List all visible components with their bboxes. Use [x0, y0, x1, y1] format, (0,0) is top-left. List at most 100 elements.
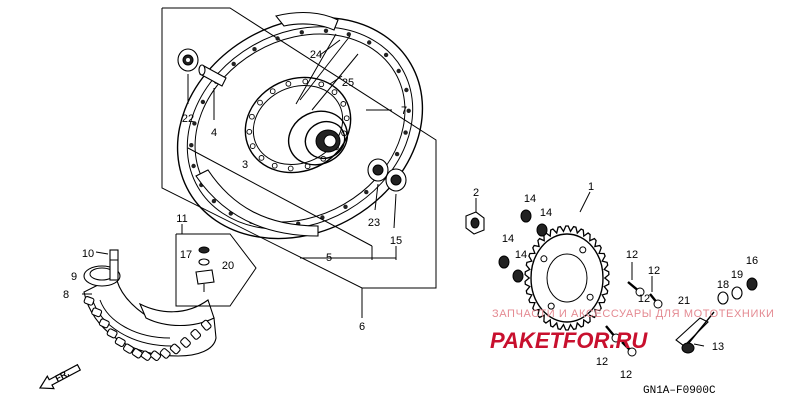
tread-block — [91, 307, 103, 318]
rim-hole — [323, 28, 329, 33]
callout-22: 22 — [182, 113, 194, 125]
sprocket-teeth — [524, 225, 610, 331]
tread-block — [114, 336, 126, 348]
hub-hole — [287, 165, 294, 172]
callout-25: 25 — [342, 77, 354, 89]
front-direction-arrow: FR. — [38, 363, 82, 390]
rim-hole — [189, 143, 194, 148]
diagram-code: GN1A–F0900C — [643, 385, 716, 397]
hub-hole — [258, 155, 265, 161]
rim-hole — [406, 108, 411, 114]
rim-hole — [367, 40, 372, 45]
driven-sprocket — [524, 225, 610, 331]
callout-1: 1 — [588, 181, 594, 193]
callout-17: 17 — [180, 249, 192, 261]
hub-hole — [340, 101, 347, 107]
rim-hole — [299, 30, 304, 35]
sprocket-nuts — [498, 209, 548, 283]
callout-24: 24 — [310, 49, 322, 61]
dust-seal — [385, 168, 407, 192]
callout-12b: 12 — [648, 265, 660, 277]
hub — [244, 76, 352, 174]
leader-lines — [82, 39, 705, 347]
hub-hole — [269, 88, 276, 95]
rim-hole — [396, 68, 401, 74]
sprocket-bolt-hole — [540, 255, 548, 263]
rim-hole — [252, 47, 257, 52]
rim-hole — [191, 163, 196, 169]
sprocket-bolt-holes — [540, 246, 594, 310]
sprocket-bolt-head — [611, 333, 621, 343]
callout-14c: 14 — [502, 233, 514, 245]
axle-nut — [465, 211, 485, 235]
callout-4: 4 — [211, 127, 217, 139]
callout-19: 19 — [731, 269, 743, 281]
hub-hole — [285, 80, 292, 87]
hub-hole — [343, 115, 350, 122]
valve-subgroup-frame — [175, 233, 257, 307]
rim-hole — [383, 52, 389, 58]
callout-16: 16 — [746, 255, 758, 267]
rim-hole — [343, 204, 348, 209]
hub-hole — [249, 113, 255, 120]
callout-21-12-ref: 21 — [678, 295, 690, 307]
sprocket-bolts — [605, 281, 663, 357]
valve-stem — [109, 249, 119, 281]
callout-5: 5 — [326, 252, 332, 264]
tire-tread-blocks — [83, 296, 212, 361]
callout-14a: 14 — [524, 193, 536, 205]
callout-7: 7 — [401, 105, 407, 117]
callout-14d: 14 — [515, 249, 527, 261]
tread-block — [180, 337, 191, 348]
callout-20: 20 — [222, 260, 234, 272]
tread-block — [98, 318, 110, 329]
callout-12e: 12 — [638, 293, 650, 305]
watermark-site: PAKETFOR.RU — [490, 328, 648, 353]
callout-12d: 12 — [620, 369, 632, 381]
tread-block — [150, 350, 162, 361]
callout-8: 8 — [63, 289, 69, 301]
callout-3: 3 — [242, 159, 248, 171]
callout-2: 2 — [473, 187, 479, 199]
rim-hole — [200, 99, 206, 105]
tread-block — [190, 328, 202, 340]
rim-hole — [211, 198, 217, 204]
callout-14b: 14 — [540, 207, 552, 219]
rim-band — [195, 12, 339, 237]
sprocket-nut — [520, 209, 532, 223]
bearing-right — [367, 158, 389, 182]
hub-hole — [249, 143, 256, 149]
spokes — [295, 33, 359, 111]
rim-hole — [275, 36, 280, 41]
callout-13: 13 — [712, 341, 724, 353]
sprocket-bolt-head — [653, 299, 663, 309]
tread-block — [106, 328, 118, 339]
sprocket-bolt-hole — [579, 246, 587, 254]
distance-collar — [198, 64, 227, 87]
sprocket-nut — [536, 223, 548, 237]
rim-hole — [364, 189, 369, 195]
hub-hole — [302, 78, 309, 85]
hub-hole — [271, 162, 278, 169]
sprocket-bolt-head — [627, 347, 637, 357]
sprocket-nut — [498, 255, 510, 269]
callout-12a: 12 — [626, 249, 638, 261]
tire — [83, 275, 217, 361]
callout-15: 15 — [390, 235, 402, 247]
tread-block — [159, 348, 171, 359]
hub-hole — [318, 81, 325, 88]
adjuster-parts — [675, 277, 758, 354]
rim-hole — [404, 87, 409, 93]
sprocket-outline — [524, 225, 610, 331]
bearing-left — [177, 48, 199, 72]
tread-block — [140, 350, 152, 361]
tread-block — [122, 343, 134, 354]
callout-18: 18 — [717, 279, 729, 291]
watermark-tagline: ЗАПЧАСТИ И АКСЕССУАРЫ ДЛЯ МОТОТЕХНИКИ — [492, 308, 774, 320]
tread-block — [200, 319, 212, 331]
callout-labels: 1 2 3 4 5 6 7 8 9 10 11 12 12 12 12 21 1… — [63, 49, 758, 381]
tread-block — [83, 296, 95, 306]
wheel-group-frame — [161, 7, 437, 289]
